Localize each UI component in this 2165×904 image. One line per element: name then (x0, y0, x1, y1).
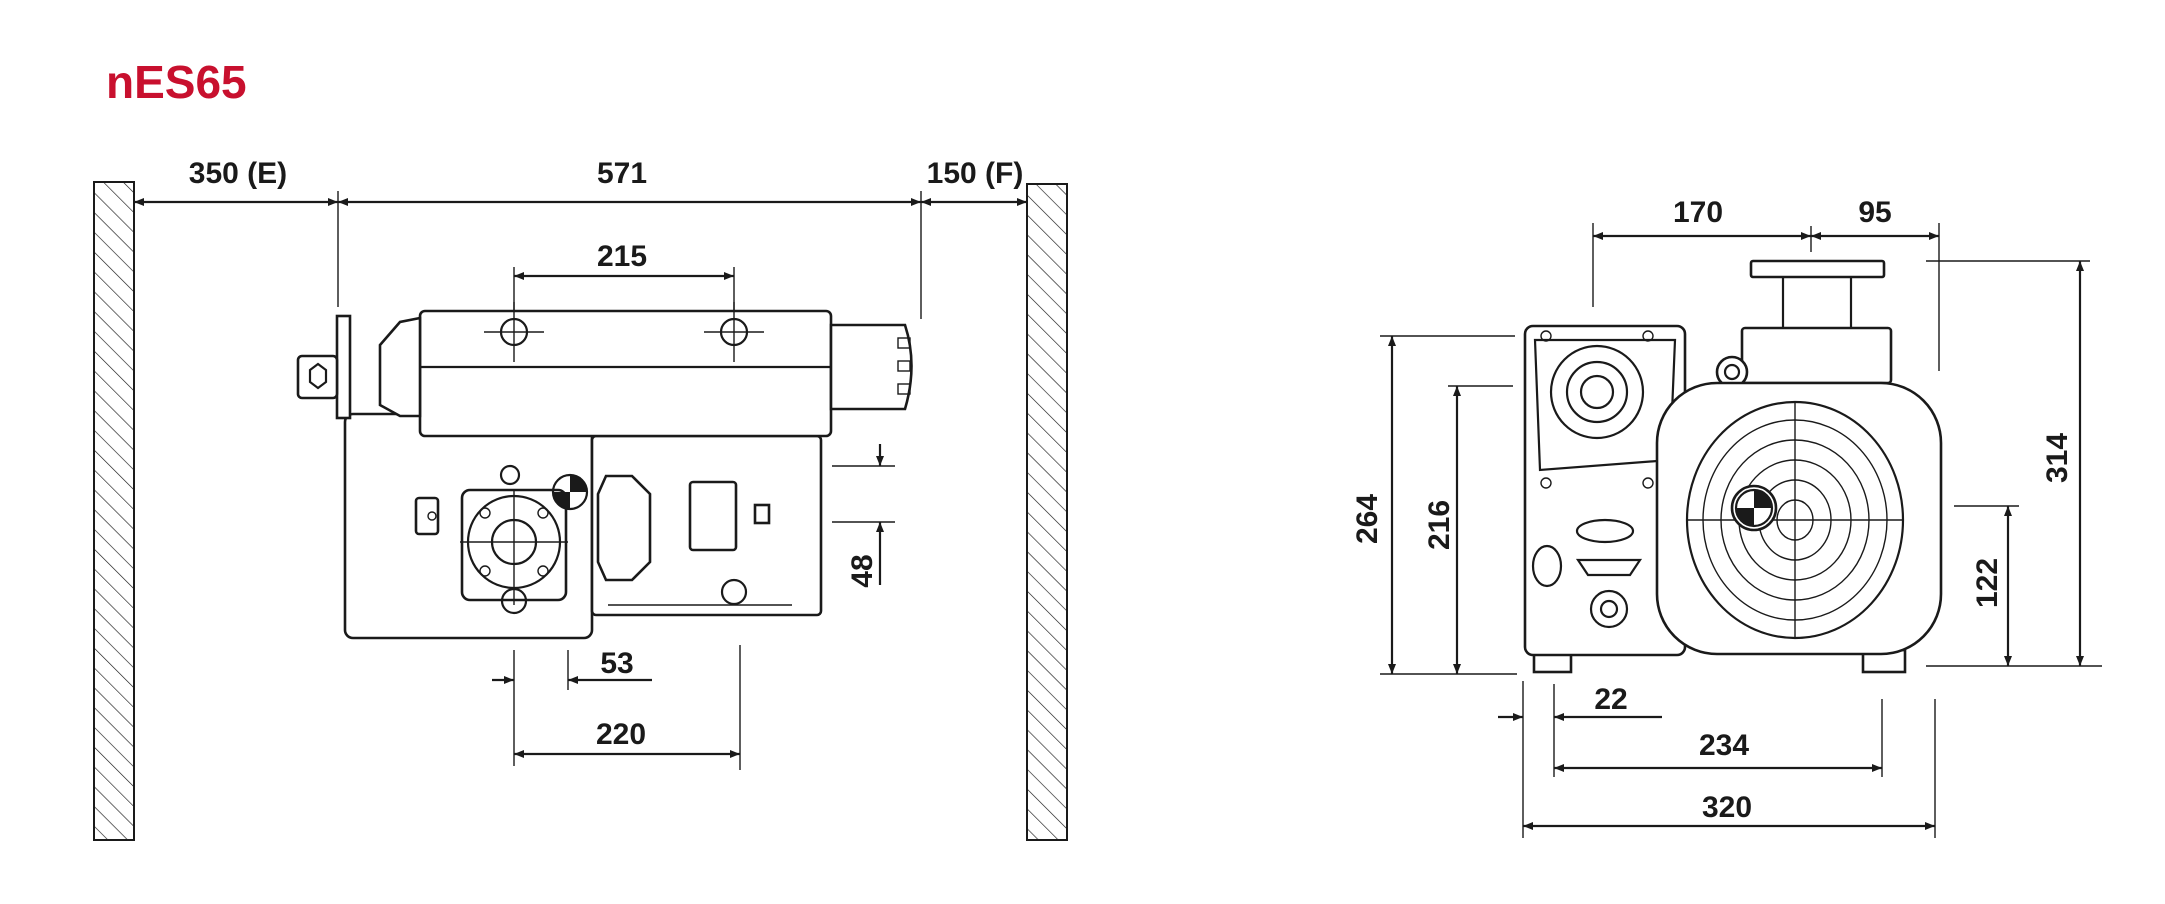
dim-label-350: 350 (E) (189, 157, 287, 190)
dim-label-571: 571 (597, 157, 647, 190)
pump-side-drawing (296, 302, 913, 640)
wall-right (1026, 183, 1068, 841)
pump-front-drawing (1523, 259, 1943, 674)
dim-label-95: 95 (1858, 196, 1891, 229)
dim-label-150: 150 (F) (927, 157, 1024, 190)
side-view: 350 (E) 571 150 (F) 215 (93, 157, 1068, 841)
dim-label-53: 53 (600, 647, 633, 680)
model-title: nES65 (106, 56, 247, 108)
dim-label-314: 314 (2041, 433, 2074, 483)
wall-left (93, 181, 135, 841)
dim-label-48: 48 (846, 554, 879, 587)
front-view: 170 95 314 122 264 216 22 234 320 (1351, 196, 2102, 838)
dim-label-264: 264 (1351, 494, 1384, 544)
dim-label-215: 215 (597, 240, 647, 273)
dim-label-170: 170 (1673, 196, 1723, 229)
dim-label-122: 122 (1971, 558, 2004, 608)
dim-label-22: 22 (1594, 683, 1627, 716)
dim-label-320: 320 (1702, 791, 1752, 824)
dim-label-216: 216 (1423, 500, 1456, 550)
dim-label-220: 220 (596, 718, 646, 751)
dim-label-234: 234 (1699, 729, 1749, 762)
